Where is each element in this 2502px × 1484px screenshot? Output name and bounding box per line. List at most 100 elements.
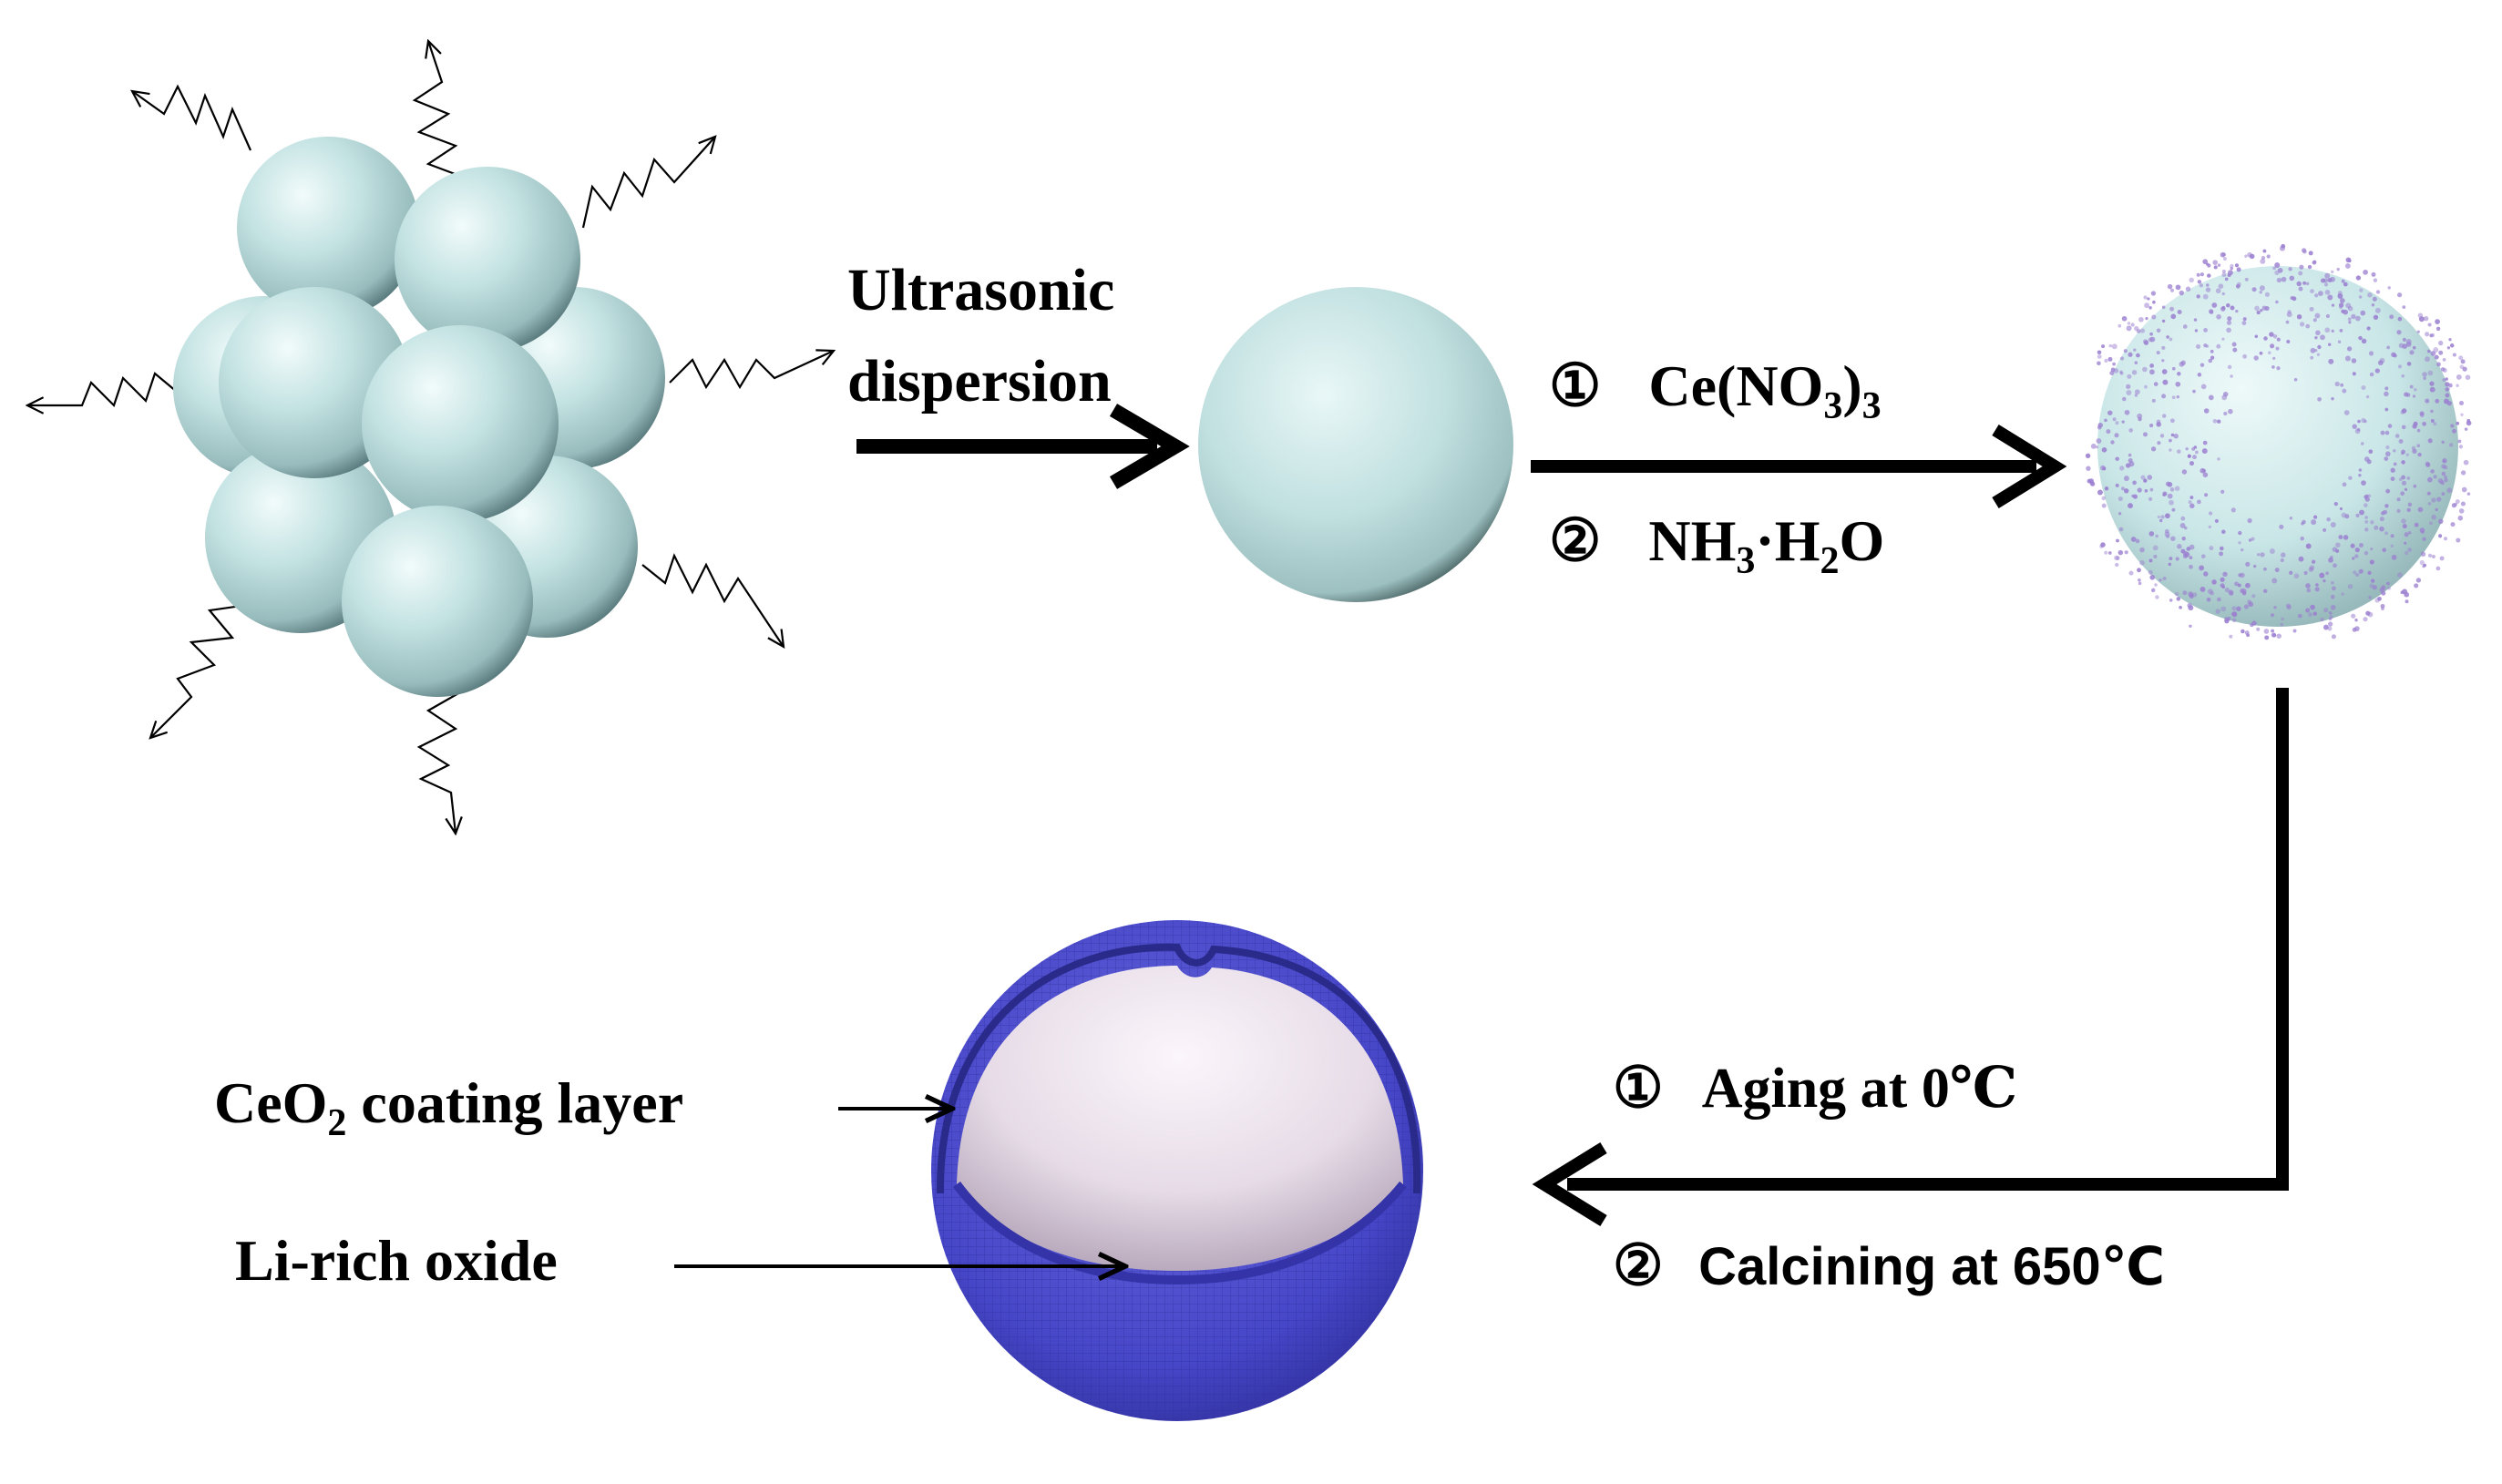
precursor-dot	[2177, 544, 2182, 549]
precursor-dot	[2161, 345, 2166, 350]
precursor-dot	[2374, 368, 2380, 374]
precursor-dot	[2246, 633, 2251, 638]
precursor-dot	[2101, 503, 2107, 508]
precursor-dot	[2272, 356, 2276, 361]
precursor-dot	[2139, 328, 2146, 333]
precursor-dot	[2259, 285, 2265, 292]
precursor-dot	[2128, 457, 2133, 464]
precursor-dot	[2354, 315, 2361, 322]
precursor-dot	[2155, 595, 2159, 599]
particle-cluster	[173, 137, 665, 697]
precursor-dot	[2345, 302, 2352, 309]
precursor-dot	[2201, 468, 2207, 473]
precursor-dot	[2331, 634, 2336, 640]
precursor-dot	[2397, 572, 2403, 578]
precursor-dot	[2330, 522, 2336, 527]
precursor-dot	[2197, 499, 2201, 505]
precursor-dot	[2260, 309, 2263, 312]
precursor-dot	[2377, 360, 2384, 366]
precursor-dot	[2175, 381, 2181, 387]
precursor-dot	[2460, 470, 2466, 476]
ultrasonic-arrow-head	[1109, 404, 1190, 489]
precursor-dot	[2262, 588, 2268, 594]
precursor-dot	[2438, 534, 2443, 538]
precursor-dot	[2117, 496, 2123, 502]
precursor-dot	[2194, 329, 2199, 333]
precursor-dot	[2199, 283, 2204, 288]
precursor-dot	[2226, 320, 2232, 325]
precursor-dot	[2442, 368, 2447, 373]
precursor-dot	[2242, 353, 2247, 359]
precursor-dot	[2224, 277, 2229, 281]
precursor-dot	[2241, 548, 2244, 552]
precursor-dot	[2416, 330, 2420, 333]
precursor-dot	[2115, 421, 2119, 425]
precursor-dot	[2281, 243, 2286, 249]
precursor-dot	[2263, 336, 2268, 341]
precursor-dot	[2120, 486, 2125, 491]
precursor-dot	[2311, 559, 2316, 564]
precursor-dot	[2176, 395, 2179, 399]
subscript: 2	[327, 1102, 346, 1144]
precursor-dot	[2150, 446, 2157, 452]
precursor-dot	[2319, 572, 2325, 578]
precursor-dot	[2374, 307, 2381, 313]
precursor-dot	[2354, 572, 2360, 578]
precursor-dot	[2271, 629, 2275, 633]
precursor-dot	[2160, 515, 2165, 519]
precursor-dot	[2219, 551, 2224, 557]
precursor-dot	[2314, 336, 2318, 340]
precursor-dot	[2107, 551, 2112, 555]
precursor-dot	[2142, 432, 2148, 437]
precursor-dot	[2393, 449, 2396, 453]
precursor-dot	[2330, 604, 2336, 610]
precursor-dot	[2328, 558, 2333, 563]
precursor-dot	[2101, 447, 2107, 453]
precursor-dot	[2288, 267, 2292, 271]
precursor-dot	[2427, 476, 2433, 483]
precursor-dot	[2148, 569, 2153, 575]
precursor-dot	[2149, 487, 2154, 492]
precursor-dot	[2204, 493, 2209, 497]
precursor-dot	[2276, 277, 2282, 283]
precursor-dot	[2227, 364, 2232, 370]
precursor-dot	[2276, 337, 2281, 342]
precursor-dot	[2306, 588, 2312, 593]
precursor-dot	[2226, 327, 2231, 333]
particle	[237, 137, 419, 319]
precursor-dot	[2222, 571, 2228, 578]
precursor-dot	[2264, 292, 2270, 297]
step2-marker: ②	[1549, 508, 1601, 573]
precursor-dot	[2231, 606, 2237, 611]
precursor-dot	[2287, 310, 2292, 314]
precursor-dot	[2244, 277, 2249, 281]
precursor-dot	[2220, 606, 2227, 612]
precursor-dot	[2109, 370, 2115, 376]
precursor-dot	[2429, 381, 2435, 386]
precursor-dot	[2350, 543, 2355, 548]
precursor-dot	[2307, 264, 2312, 270]
precursor-dot	[2343, 281, 2348, 287]
precursor-dot	[2405, 393, 2411, 397]
precursor-dot	[2245, 561, 2251, 568]
precursor-dot	[2460, 501, 2466, 507]
precursor-dot	[2184, 526, 2188, 530]
precursor-dot	[2373, 314, 2379, 320]
precursor-dot	[2200, 384, 2207, 390]
precursor-dot	[2351, 613, 2356, 619]
precursor-dot	[2221, 269, 2226, 274]
precursor-dot	[2104, 486, 2109, 491]
precursor-dot	[2338, 302, 2344, 308]
precursor-dot	[2446, 346, 2451, 350]
precursor-dot	[2417, 452, 2422, 457]
precursor-dot	[2422, 372, 2427, 377]
precursor-dot	[2104, 358, 2108, 363]
precursor-dot	[2177, 372, 2181, 376]
precursor-dot	[2286, 340, 2291, 343]
precursor-dot	[2210, 349, 2214, 353]
precursor-dot	[2441, 492, 2446, 496]
precursor-dot	[2124, 550, 2128, 555]
precursor-dot	[2442, 358, 2446, 362]
precursor-dot	[2229, 590, 2234, 596]
ultrasonic-label-line1: Ultrasonic	[847, 257, 1114, 323]
